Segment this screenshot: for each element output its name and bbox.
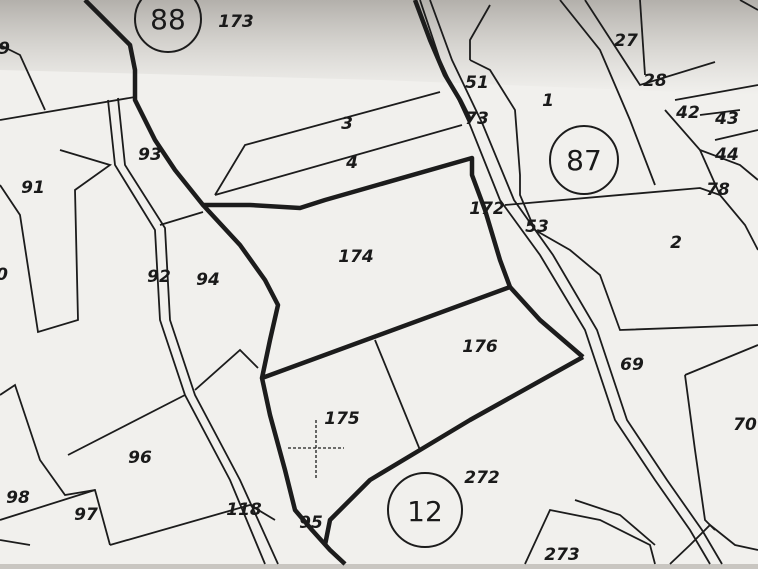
- parcel-label[interactable]: 69: [620, 355, 644, 375]
- parcel-label[interactable]: 27: [614, 31, 638, 51]
- parcel-label[interactable]: 2: [670, 233, 682, 253]
- parcel-label[interactable]: 273: [544, 545, 580, 565]
- parcel-label[interactable]: 97: [74, 505, 98, 525]
- thick-boundaries: [83, 0, 585, 566]
- parcel-label[interactable]: 176: [462, 337, 498, 357]
- parcel-label[interactable]: 3: [341, 114, 353, 134]
- parcel-label[interactable]: 43: [714, 109, 739, 129]
- parcel-label[interactable]: 175: [324, 409, 360, 429]
- parcel-label[interactable]: 53: [525, 217, 549, 237]
- parcel-label[interactable]: 94: [196, 270, 220, 290]
- parcel-label[interactable]: 78: [706, 180, 730, 200]
- parcel-label[interactable]: 93: [138, 145, 162, 165]
- parcel-label[interactable]: 9: [0, 39, 10, 59]
- parcel-label[interactable]: 0: [0, 265, 8, 285]
- parcel-label[interactable]: 70: [733, 415, 757, 435]
- district-label-87: 87: [566, 144, 602, 177]
- paper-shadow: [0, 0, 758, 95]
- parcel-label[interactable]: 272: [464, 468, 500, 488]
- parcel-label[interactable]: 98: [6, 488, 30, 508]
- district-label-12: 12: [407, 495, 443, 528]
- parcel-label[interactable]: 4: [345, 153, 358, 173]
- parcel-label[interactable]: 92: [147, 267, 171, 287]
- parcel-label[interactable]: 174: [338, 247, 374, 267]
- district-circle-88: [134, 0, 202, 53]
- parcel-label[interactable]: 118: [226, 500, 262, 520]
- district-circle-12: [387, 472, 463, 548]
- district-circle-87: [549, 125, 619, 195]
- parcel-label[interactable]: 44: [714, 145, 739, 165]
- parcel-label[interactable]: 1: [542, 91, 554, 111]
- parcel-label[interactable]: 96: [128, 448, 152, 468]
- parcel-label[interactable]: 51: [465, 73, 489, 93]
- parcel-label[interactable]: 73: [465, 109, 489, 129]
- district-markers: 88 87 12: [134, 0, 619, 548]
- parcel-label[interactable]: 28: [643, 71, 667, 91]
- parcel-label[interactable]: 91: [21, 178, 45, 198]
- parcel-label[interactable]: 42: [675, 103, 700, 123]
- parcel-label[interactable]: 172: [469, 199, 505, 219]
- parcel-label[interactable]: 173: [218, 12, 254, 32]
- district-label-88: 88: [150, 3, 186, 36]
- parcel-label[interactable]: 95: [299, 513, 323, 533]
- parcel-labels: 173 9 27 28 51 1 42 43 73 3 93 44 4 91 7…: [0, 12, 757, 565]
- crosshair-icon: [288, 420, 344, 478]
